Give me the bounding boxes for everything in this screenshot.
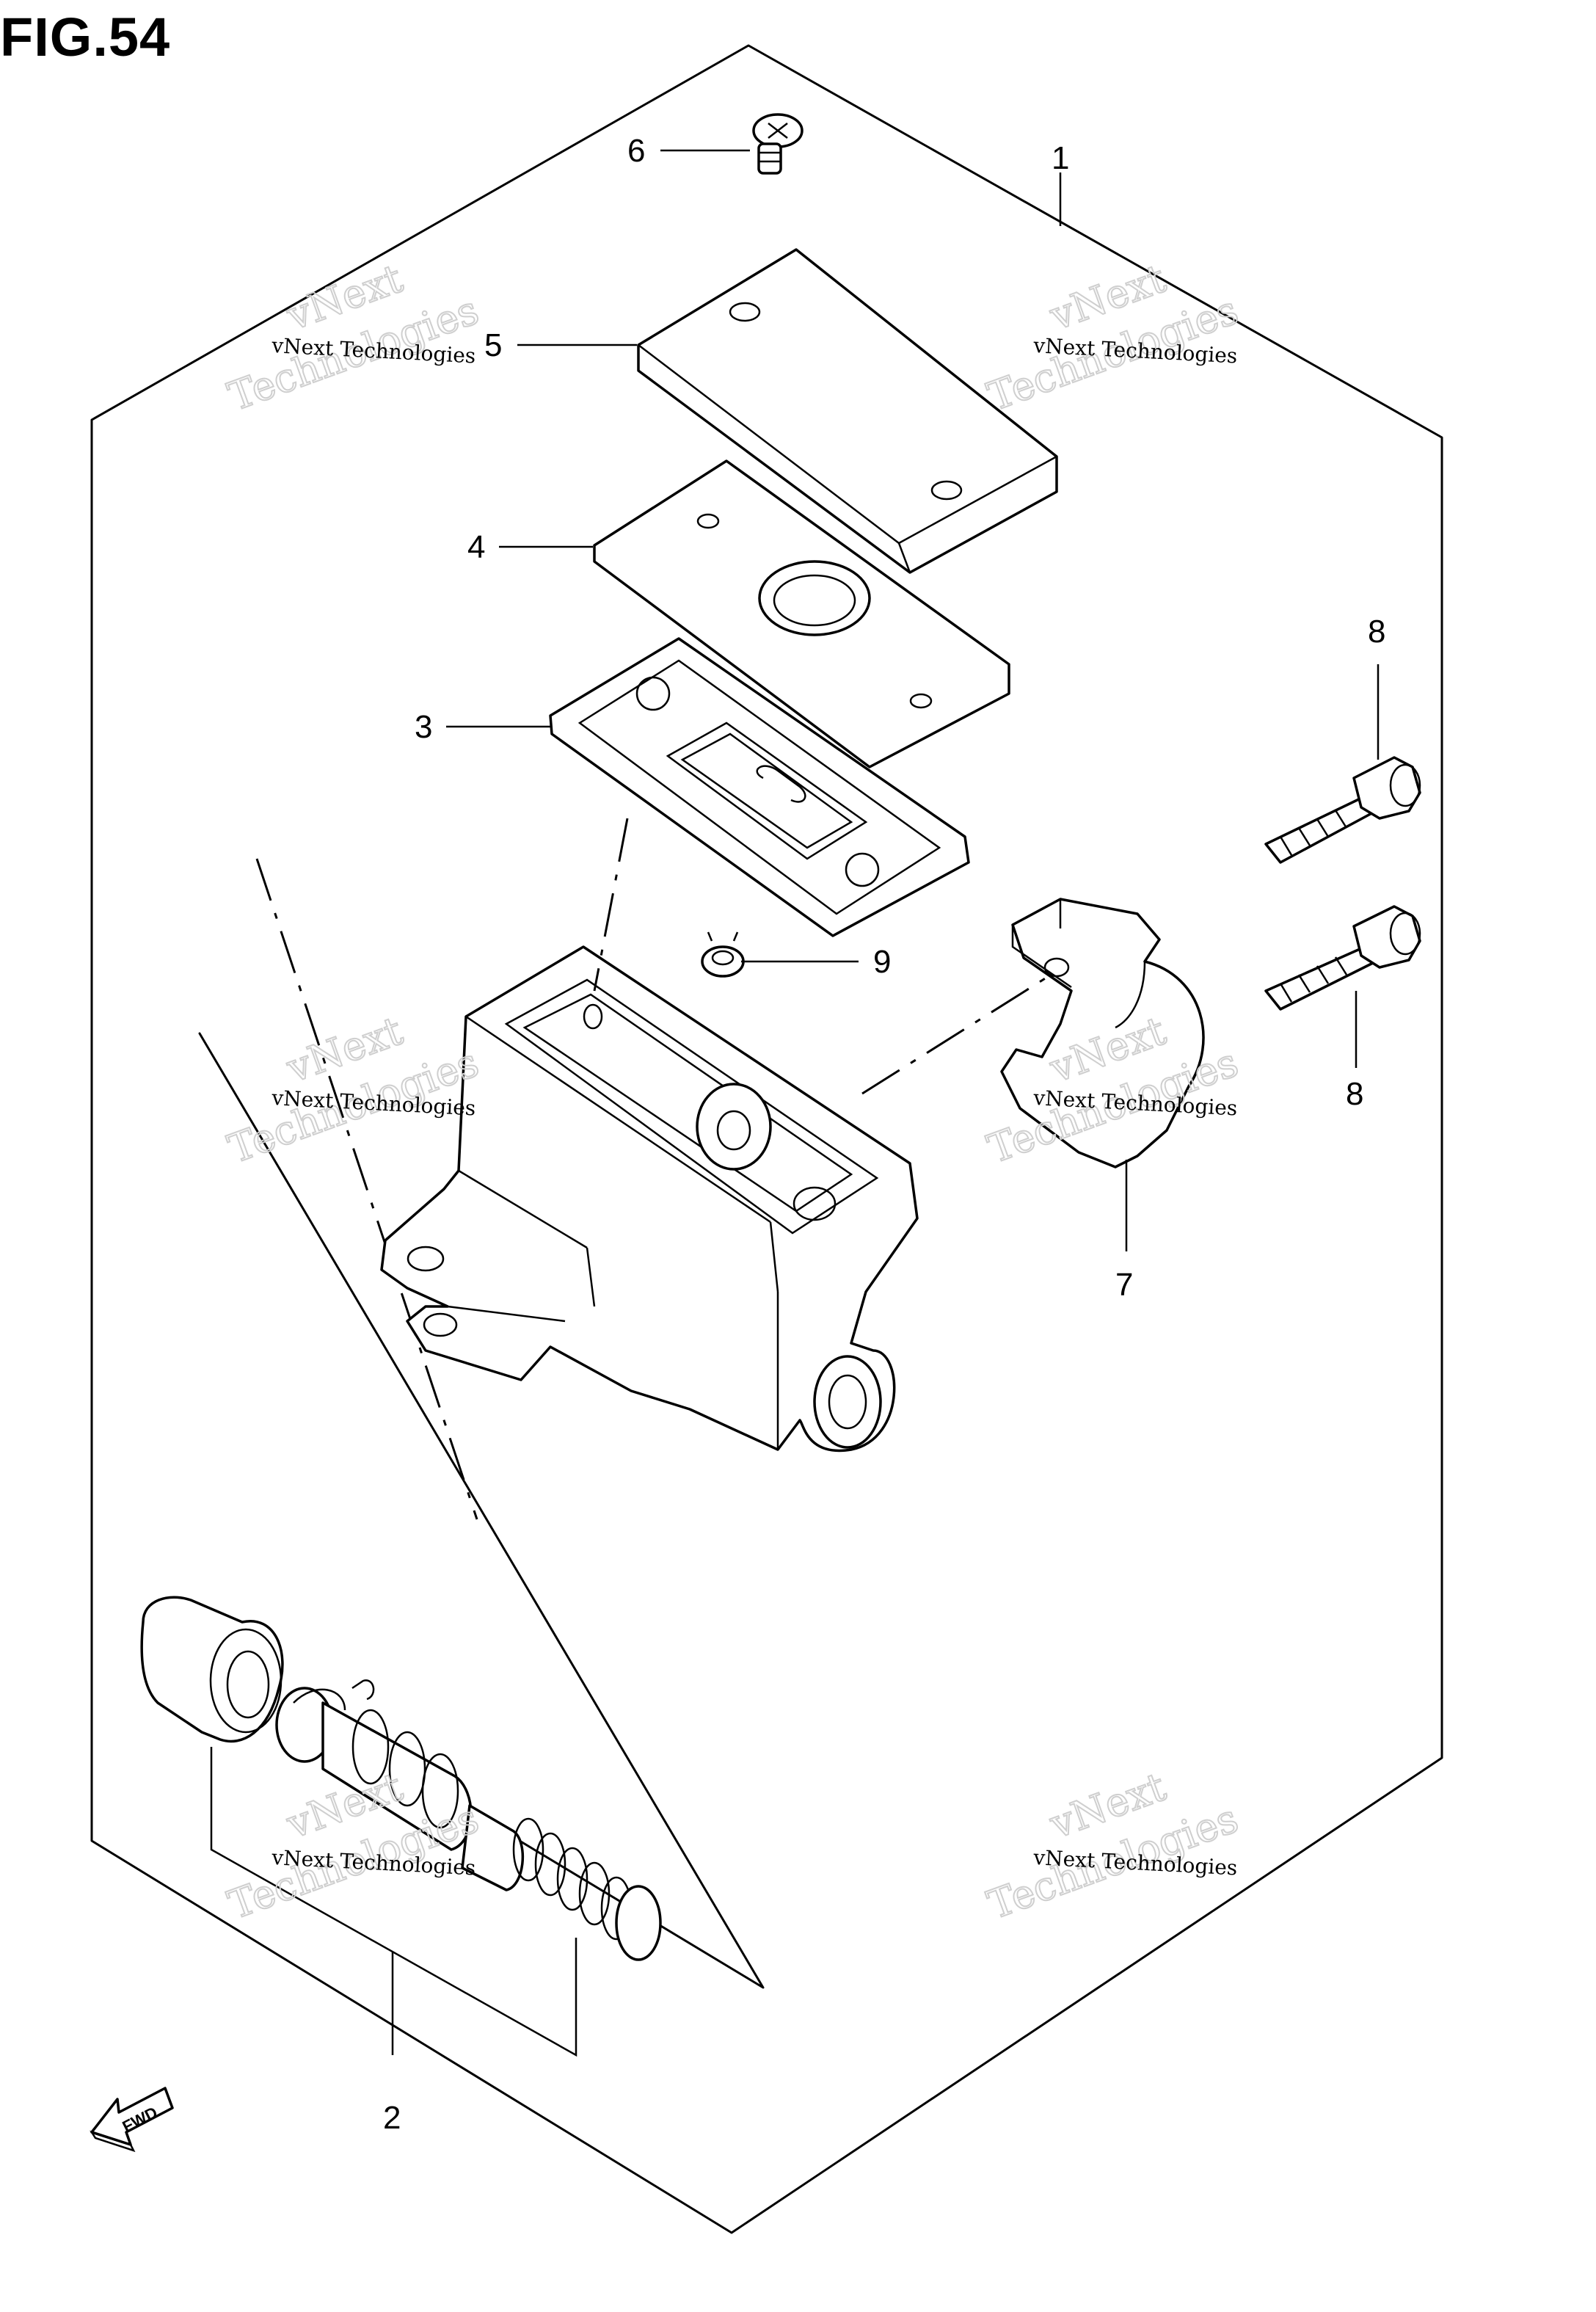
piston-group-outline	[198, 1032, 765, 1989]
watermark-bottom-right: vNext Technologies vNext Technologies	[981, 1763, 1245, 1930]
part-4-diaphragm-plate	[593, 459, 1010, 768]
callout-8-upper: 8	[1368, 614, 1385, 650]
watermark-top-right: vNext Technologies vNext Technologies	[981, 255, 1245, 421]
master-cylinder-body	[380, 945, 919, 1453]
part-6-screw	[752, 113, 804, 175]
alignment-line-clamp	[861, 967, 1061, 1095]
callout-7: 7	[1115, 1267, 1133, 1303]
callout-2: 2	[383, 2100, 401, 2136]
callout-1: 1	[1052, 140, 1069, 176]
part-3-gasket	[549, 637, 970, 937]
callout-5: 5	[484, 327, 502, 363]
part-2-bracket	[210, 1747, 577, 2057]
part-9-nut	[701, 931, 745, 978]
figure-title: FIG.54	[0, 7, 171, 68]
callout-6: 6	[627, 133, 645, 169]
callout-4: 4	[467, 529, 485, 565]
fwd-direction-arrow: FWD	[90, 2087, 174, 2153]
part-5-reservoir-cap	[637, 248, 1058, 574]
alignment-line-left	[255, 858, 478, 1520]
watermark-mid-left: vNext Technologies vNext Technologies	[222, 1007, 485, 1174]
assembly-frame	[90, 44, 1443, 2234]
part-8-bolt-upper	[1264, 756, 1421, 864]
part-8-bolt-lower	[1264, 905, 1421, 1011]
callout-8-lower: 8	[1346, 1076, 1363, 1112]
watermark-top-left: vNext Technologies vNext Technologies	[222, 255, 485, 421]
part-2-piston-kit	[140, 1596, 662, 1961]
callout-9: 9	[873, 944, 891, 980]
callout-3: 3	[415, 709, 432, 745]
part-7-clamp	[1000, 898, 1205, 1168]
alignment-line-cap	[593, 818, 629, 992]
